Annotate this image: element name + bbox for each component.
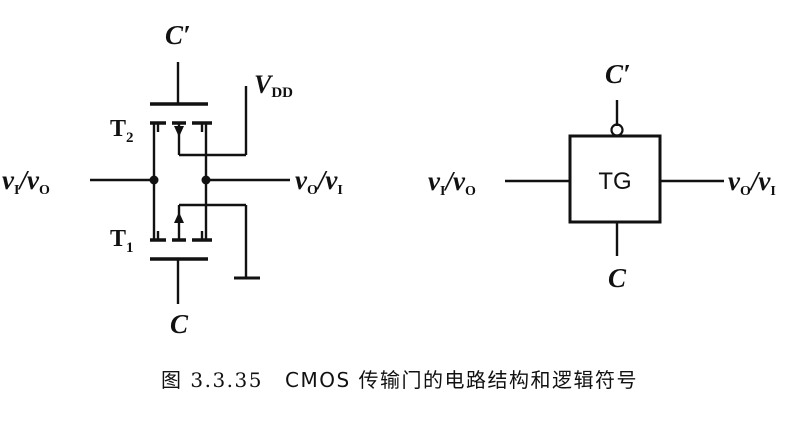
t2-body-arrow: [174, 126, 184, 137]
tg-symbol: [505, 100, 724, 256]
tg-left-terminal-label: vI/vO: [428, 166, 476, 199]
t1-body-arrow: [174, 212, 184, 223]
top-gate-label: C′: [165, 20, 191, 50]
circuit-right-terminal-label: vO/vI: [295, 165, 343, 198]
vdd-label: VDD: [254, 70, 293, 101]
tg-bottom-control-label: C: [608, 263, 627, 293]
cmos-circuit: [90, 62, 290, 304]
tg-label: TG: [598, 168, 631, 195]
t2-label: T2: [110, 116, 134, 146]
t1-label: T1: [110, 226, 134, 256]
left-junction-dot: [149, 175, 159, 185]
right-junction-dot: [201, 175, 211, 185]
tg-right-terminal-label: vO/vI: [728, 166, 776, 199]
circuit-left-terminal-label: vI/vO: [2, 165, 50, 198]
tg-top-control-label: C′: [605, 59, 631, 89]
figure-number: 图 3.3.35: [161, 368, 263, 392]
bottom-gate-label: C: [170, 309, 189, 339]
figure-caption: 图 3.3.35 CMOS 传输门的电路结构和逻辑符号: [0, 364, 799, 393]
figure-caption-text: CMOS 传输门的电路结构和逻辑符号: [284, 368, 638, 392]
tg-inversion-bubble: [610, 123, 624, 137]
